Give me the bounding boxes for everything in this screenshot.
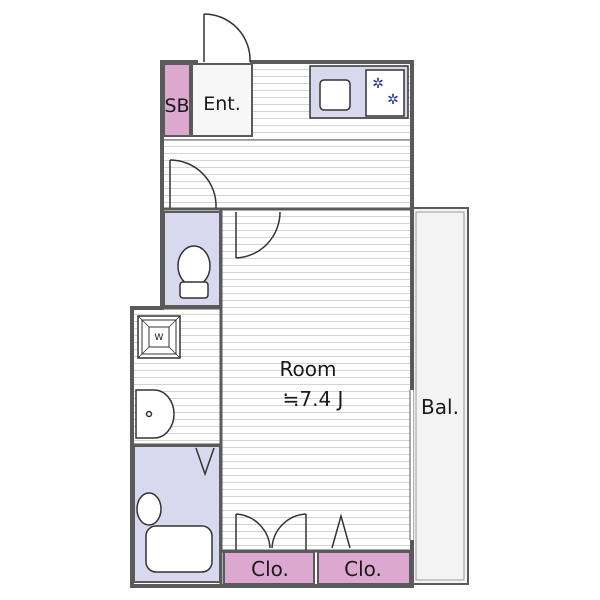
stove xyxy=(365,69,405,117)
kitchen-counter: ✲ ✲ xyxy=(309,65,409,119)
main-room-floor xyxy=(222,210,410,552)
bathtub-icon xyxy=(136,492,213,573)
washer-icon: W xyxy=(137,315,181,359)
shoe-box xyxy=(163,63,191,137)
room-door xyxy=(235,211,281,259)
stove-burner-icon: ✲ xyxy=(387,93,399,108)
stove-burner-icon: ✲ xyxy=(372,77,384,92)
closet-left-label: Clo. xyxy=(251,557,289,581)
corridor-door xyxy=(169,159,217,209)
main-room-size: ≒7.4 J xyxy=(283,387,344,411)
interior-walls xyxy=(132,139,412,586)
entrance-floor xyxy=(191,63,253,137)
washbasin-icon xyxy=(135,389,175,439)
balcony-label: Bal. xyxy=(421,395,459,419)
front-door xyxy=(203,13,251,63)
main-room-label: Room xyxy=(280,357,337,381)
entrance-label: Ent. xyxy=(203,93,241,115)
closet-left-doors xyxy=(235,513,307,550)
closet-right-door xyxy=(331,513,351,549)
outer-walls xyxy=(130,60,414,588)
balcony-rail xyxy=(415,211,465,581)
shoe-box-label: SB xyxy=(164,95,189,117)
bathroom-door xyxy=(195,447,215,477)
balcony-area xyxy=(411,207,469,585)
toilet-icon xyxy=(177,245,211,299)
washer-label: W xyxy=(155,333,164,343)
closet-left xyxy=(223,551,315,585)
kitchen-sink xyxy=(319,79,351,111)
closet-right-label: Clo. xyxy=(344,557,382,581)
